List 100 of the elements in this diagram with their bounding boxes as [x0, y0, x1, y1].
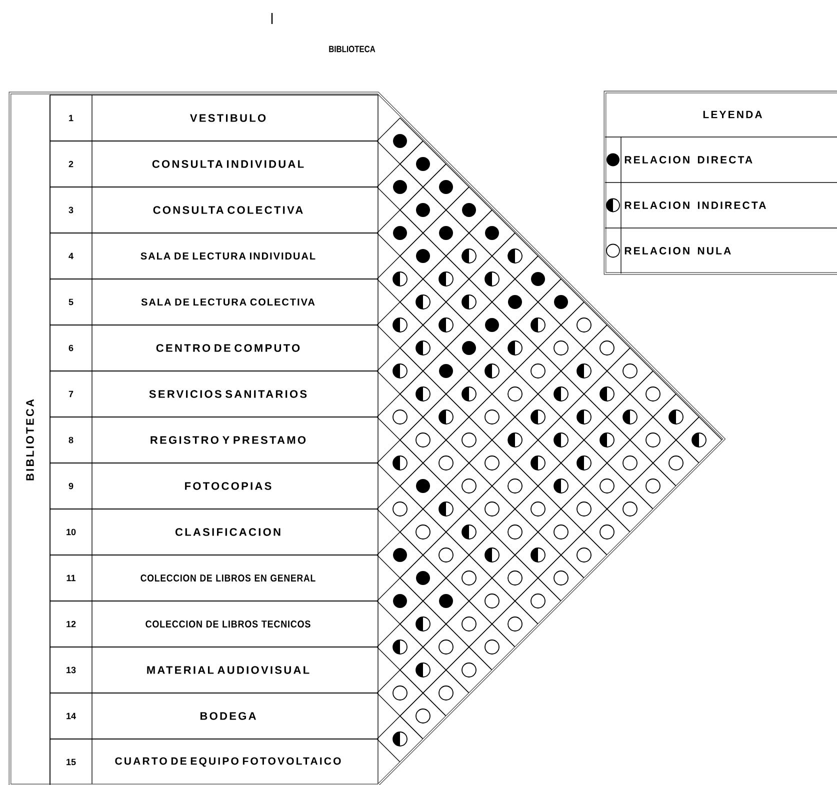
relation-symbol	[530, 456, 546, 470]
relation-symbol	[554, 386, 568, 402]
space-name: SERVICIOS SANITARIOS	[149, 390, 307, 398]
space-name: CONSULTA INDIVIDUAL	[152, 160, 304, 168]
relation-symbol	[484, 640, 500, 654]
relation-symbol	[530, 410, 546, 424]
relation-symbol	[462, 478, 476, 494]
relation-symbol	[438, 686, 454, 700]
relation-symbol	[416, 203, 430, 217]
row-number: 14	[66, 712, 76, 720]
relation-symbol	[508, 570, 522, 586]
row-number: 15	[66, 758, 76, 766]
relation-symbol	[393, 180, 407, 194]
relation-symbol	[576, 318, 592, 332]
relation-symbol	[462, 294, 476, 310]
relation-symbol	[484, 456, 500, 470]
relation-symbol	[462, 203, 476, 217]
relation-symbol	[392, 456, 408, 470]
relation-symbol	[576, 456, 592, 470]
relation-symbol	[531, 272, 545, 286]
relation-symbol	[508, 432, 522, 448]
relation-symbol	[416, 571, 430, 585]
legend-text: RELACION INDIRECTA	[624, 202, 766, 209]
relation-symbol	[438, 640, 454, 654]
relation-symbol	[393, 548, 407, 562]
relation-symbol	[438, 502, 454, 516]
space-name: FOTOCOPIAS	[185, 482, 272, 490]
relation-symbol	[622, 502, 638, 516]
relation-symbol	[530, 548, 546, 562]
legend-text: RELACION NULA	[624, 247, 731, 254]
band-label: BIBLIOTECA	[26, 399, 34, 480]
relation-symbol	[600, 432, 614, 448]
relation-symbol	[600, 478, 614, 494]
row-number: 1	[69, 114, 74, 122]
relation-symbol	[438, 548, 454, 562]
relation-symbol	[530, 364, 546, 378]
title: BIBLIOTECA	[329, 46, 376, 52]
relation-symbol	[508, 340, 522, 356]
relation-symbol	[484, 502, 500, 516]
relation-symbol	[600, 386, 614, 402]
relation-symbol	[392, 732, 408, 746]
relation-symbol	[576, 410, 592, 424]
relation-symbol	[416, 662, 430, 678]
relation-symbol	[393, 594, 407, 608]
relation-symbol	[439, 364, 453, 378]
relation-symbol	[416, 616, 430, 632]
row-box	[50, 232, 378, 280]
relation-symbol	[392, 686, 408, 700]
row-box	[50, 140, 378, 188]
space-name: CONSULTA COLECTIVA	[153, 206, 303, 214]
relation-symbol	[530, 318, 546, 332]
row-box	[50, 692, 378, 740]
relation-symbol	[416, 479, 430, 493]
relation-symbol	[554, 478, 568, 494]
relation-symbol	[576, 548, 592, 562]
space-name: VESTIBULO	[190, 114, 266, 122]
relation-symbol	[416, 340, 430, 356]
row-box	[50, 738, 378, 785]
row-number: 6	[68, 344, 74, 352]
legend-title: LEYENDA	[703, 110, 762, 118]
relation-symbol	[622, 410, 638, 424]
space-name: COLECCION DE LIBROS TECNICOS	[146, 620, 310, 628]
relation-symbol	[576, 502, 592, 516]
space-name: COLECCION DE LIBROS EN GENERAL	[140, 574, 316, 582]
row-box	[50, 462, 378, 510]
row-box	[50, 278, 378, 326]
row-box	[50, 646, 378, 694]
relation-symbol	[554, 340, 568, 356]
relation-symbol	[508, 524, 522, 540]
space-name: SALA DE LECTURA INDIVIDUAL	[140, 252, 316, 260]
relation-symbol	[439, 594, 453, 608]
relation-symbol	[393, 134, 407, 148]
relation-symbol	[462, 524, 476, 540]
relation-symbol	[438, 272, 454, 286]
relation-symbol	[484, 410, 500, 424]
relation-symbol	[416, 294, 430, 310]
relation-symbol	[485, 226, 499, 240]
row-number: 3	[68, 206, 74, 214]
relation-symbol	[530, 502, 546, 516]
relation-symbol	[462, 662, 476, 678]
relation-symbol	[462, 616, 476, 632]
legend-text: RELACION DIRECTA	[624, 156, 752, 164]
relation-symbol	[416, 708, 430, 724]
relation-symbol	[600, 524, 614, 540]
space-name: SALA DE LECTURA COLECTIVA	[141, 298, 315, 306]
relation-symbol	[646, 478, 660, 494]
relation-symbol	[462, 570, 476, 586]
relation-symbol	[462, 341, 476, 355]
relation-symbol	[646, 432, 660, 448]
relation-symbol	[392, 640, 408, 654]
row-number: 5	[68, 298, 74, 306]
space-name: MATERIAL AUDIOVISUAL	[147, 666, 310, 674]
relation-symbol	[462, 386, 476, 402]
space-name: CLASIFICACION	[175, 528, 280, 536]
relation-symbol	[668, 456, 684, 470]
space-name: CENTRO DE COMPUTO	[156, 344, 300, 352]
relation-symbol	[392, 410, 408, 424]
relation-symbol	[392, 272, 408, 286]
row-number: 2	[68, 160, 74, 168]
row-number: 11	[66, 574, 76, 582]
